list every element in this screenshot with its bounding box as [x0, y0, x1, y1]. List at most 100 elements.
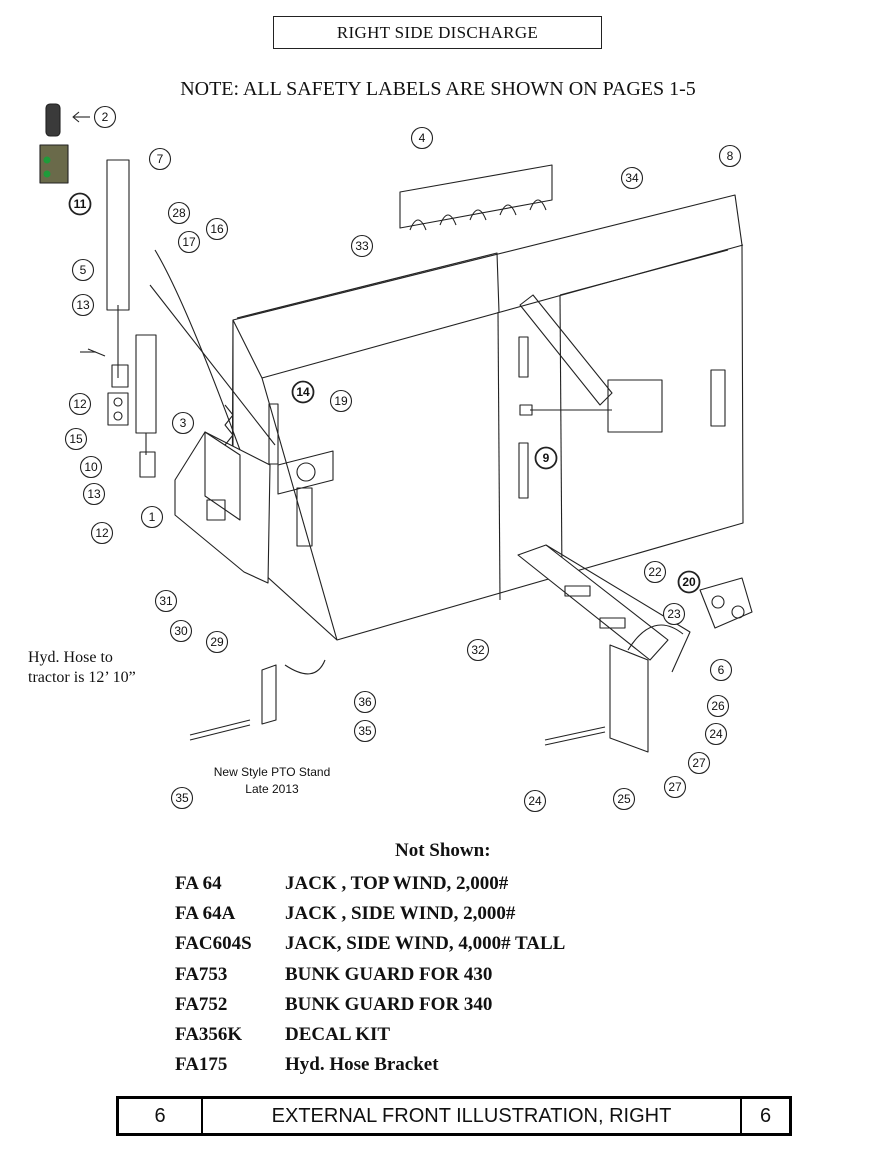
callout-number: 34	[625, 171, 639, 185]
callout-number: 5	[80, 263, 87, 277]
callout-number: 6	[718, 663, 725, 677]
pto-stand	[189, 659, 326, 741]
callout-26: 26	[706, 694, 730, 718]
callout-number: 33	[355, 239, 369, 253]
callout-33: 33	[350, 234, 374, 258]
part-description: JACK, SIDE WIND, 4,000# TALL	[285, 933, 566, 955]
callout-number: 2	[102, 110, 109, 124]
callout-number: 4	[419, 131, 426, 145]
callout-30: 30	[169, 619, 193, 643]
callout-20: 20	[677, 570, 701, 594]
callout-number: 35	[358, 724, 372, 738]
callout-35: 35	[353, 719, 377, 743]
callout-number: 27	[668, 780, 682, 794]
pto-note-line-2: Late 2013	[245, 782, 299, 796]
callouts: 2728171611513121531013112483433141992220…	[64, 105, 742, 813]
arm-bracket	[519, 294, 663, 433]
callout-25: 25	[612, 787, 636, 811]
callout-16: 16	[205, 217, 229, 241]
parts-diagram: 2728171611513121531013112483433141992220…	[39, 103, 753, 813]
callout-32: 32	[466, 638, 490, 662]
callout-19: 19	[329, 389, 353, 413]
callout-number: 12	[73, 397, 87, 411]
callout-11: 11	[68, 192, 92, 216]
part-number: FA356K	[175, 1024, 243, 1046]
parts-row: FA 64A JACK , SIDE WIND, 2,000#	[175, 899, 565, 929]
jack-pin	[544, 726, 606, 746]
control-valve	[39, 103, 90, 184]
callout-number: 11	[74, 197, 87, 211]
callout-9: 9	[534, 446, 558, 470]
part-description: BUNK GUARD FOR 430	[285, 963, 493, 985]
callout-number: 28	[172, 206, 186, 220]
callout-number: 10	[84, 460, 98, 474]
callout-number: 1	[149, 510, 156, 524]
callout-29: 29	[205, 630, 229, 654]
callout-8: 8	[718, 144, 742, 168]
not-shown-parts-list: FA 64 JACK , TOP WIND, 2,000# FA 64A JAC…	[175, 869, 565, 1080]
page-footer: 6 EXTERNAL FRONT ILLUSTRATION, RIGHT 6	[116, 1096, 792, 1136]
part-number: FA 64A	[175, 903, 236, 925]
parts-row: FA752 BUNK GUARD FOR 340	[175, 990, 565, 1020]
callout-number: 22	[648, 565, 662, 579]
part-number: FA 64	[175, 873, 222, 895]
callout-13: 13	[71, 293, 95, 317]
hose-note-line-2: tractor is 12’ 10”	[28, 669, 136, 686]
callout-15: 15	[64, 427, 88, 451]
parts-row: FA175 Hyd. Hose Bracket	[175, 1050, 565, 1080]
callout-number: 19	[334, 394, 348, 408]
part-number: FA753	[175, 963, 228, 985]
callout-23: 23	[662, 602, 686, 626]
callout-17: 17	[177, 230, 201, 254]
pto-note-line-1: New Style PTO Stand	[213, 765, 331, 779]
callout-number: 9	[543, 451, 550, 465]
part-number: FA752	[175, 993, 228, 1015]
parts-row: FAC604S JACK, SIDE WIND, 4,000# TALL	[175, 929, 565, 959]
callout-27: 27	[687, 751, 711, 775]
callout-number: 7	[157, 152, 164, 166]
callout-22: 22	[643, 560, 667, 584]
callout-13: 13	[82, 482, 106, 506]
callout-number: 29	[210, 635, 224, 649]
callout-number: 13	[87, 487, 101, 501]
pto-shield	[174, 431, 271, 584]
callout-number: 12	[95, 526, 109, 540]
discharge-chute	[517, 544, 691, 753]
callout-36: 36	[353, 690, 377, 714]
footer-page-number-left: 6	[119, 1099, 203, 1133]
part-description: JACK , SIDE WIND, 2,000#	[285, 903, 516, 925]
part-number: FA175	[175, 1054, 228, 1076]
callout-12: 12	[90, 521, 114, 545]
hydraulic-cylinders	[106, 159, 276, 478]
hydraulic-hose-note: Hyd. Hose to tractor is 12’ 10”	[28, 648, 136, 688]
callout-number: 15	[69, 432, 83, 446]
decal-panel	[277, 450, 334, 495]
not-shown-heading: Not Shown:	[395, 840, 491, 861]
callout-24: 24	[704, 722, 728, 746]
callout-number: 27	[692, 756, 706, 770]
callout-3: 3	[171, 411, 195, 435]
footer-title: EXTERNAL FRONT ILLUSTRATION, RIGHT	[271, 1104, 672, 1127]
part-number: FAC604S	[175, 933, 252, 955]
callout-5: 5	[71, 258, 95, 282]
callout-number: 8	[727, 149, 734, 163]
pto-stand-note: New Style PTO Stand Late 2013	[212, 764, 332, 798]
callout-number: 3	[180, 416, 187, 430]
parts-row: FA753 BUNK GUARD FOR 430	[175, 960, 565, 990]
callout-6: 6	[709, 658, 733, 682]
callout-number: 25	[617, 792, 631, 806]
callout-number: 13	[76, 298, 90, 312]
parts-row: FA 64 JACK , TOP WIND, 2,000#	[175, 869, 565, 899]
callout-1: 1	[140, 505, 164, 529]
callout-number: 30	[174, 624, 188, 638]
callout-number: 32	[471, 643, 485, 657]
part-description: JACK , TOP WIND, 2,000#	[285, 873, 509, 895]
parts-row: FA356K DECAL KIT	[175, 1020, 565, 1050]
callout-28: 28	[167, 201, 191, 225]
callout-number: 36	[358, 695, 372, 709]
callout-24: 24	[523, 789, 547, 813]
section-title: RIGHT SIDE DISCHARGE	[273, 16, 602, 49]
callout-7: 7	[148, 147, 172, 171]
small-parts	[80, 348, 129, 426]
callout-34: 34	[620, 166, 644, 190]
